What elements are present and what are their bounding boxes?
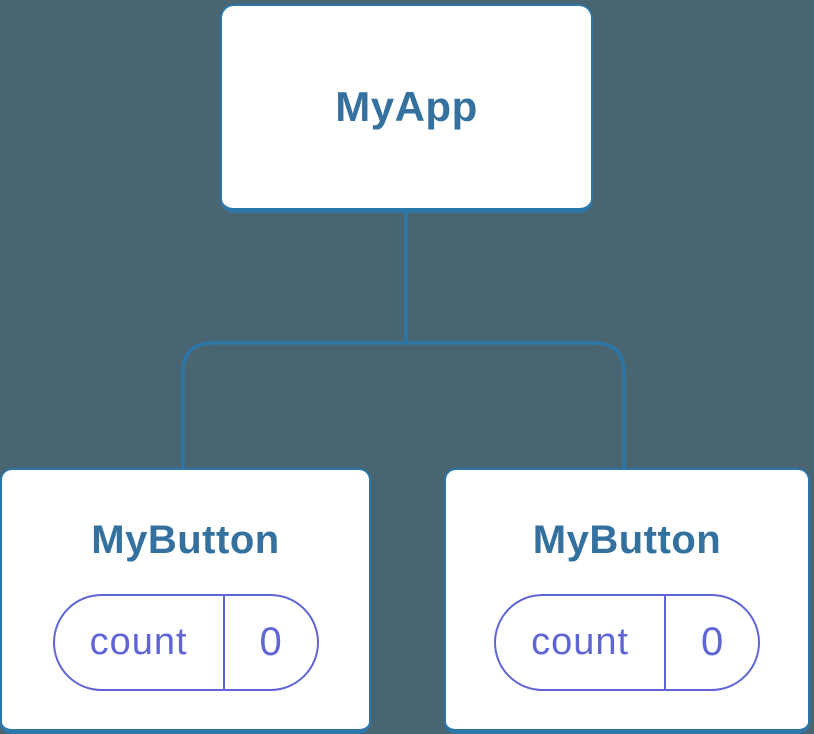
node-mybutton-right-label: MyButton: [532, 518, 722, 562]
state-name-cell: count: [55, 596, 225, 689]
state-pill-left: count 0: [52, 594, 319, 691]
node-mybutton-left-label: MyButton: [91, 518, 280, 562]
state-name-label: count: [531, 621, 630, 663]
connector-branch-bracket: [181, 341, 626, 469]
node-myapp-label: MyApp: [335, 83, 478, 130]
state-name-cell: count: [496, 596, 667, 689]
state-pill-right: count 0: [494, 594, 760, 691]
node-mybutton-left: MyButton count 0: [0, 468, 371, 734]
node-myapp: MyApp: [220, 4, 593, 213]
state-value-cell: 0: [666, 596, 758, 689]
node-mybutton-right: MyButton count 0: [444, 468, 810, 734]
state-name-label: count: [89, 621, 188, 663]
state-value-label: 0: [701, 620, 724, 664]
state-value-cell: 0: [225, 596, 317, 689]
state-value-label: 0: [259, 620, 282, 664]
